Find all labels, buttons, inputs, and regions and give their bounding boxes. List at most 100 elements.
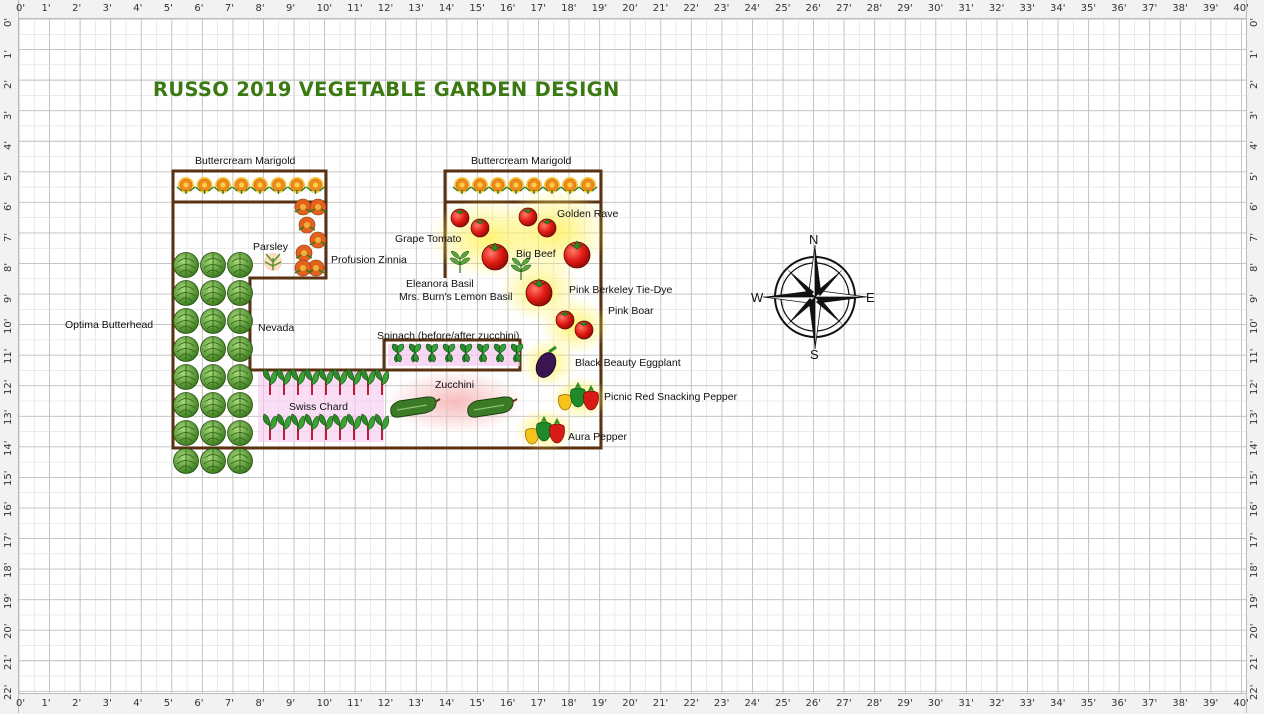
label-eggplant[interactable]: Black Beauty Eggplant <box>575 357 681 369</box>
ruler-x-label: 9' <box>286 698 296 709</box>
ruler-x-label: 4' <box>133 3 143 14</box>
label-parsley[interactable]: Parsley <box>253 241 289 253</box>
label-big-beef[interactable]: Big Beef <box>516 248 556 260</box>
label-pink-berkeley[interactable]: Pink Berkeley Tie-Dye <box>569 284 673 296</box>
cabbage-plant[interactable] <box>227 280 253 306</box>
label-eleanora-basil[interactable]: Eleanora Basil <box>406 278 474 290</box>
compass-rose-icon[interactable] <box>762 244 868 350</box>
marigold-plant[interactable] <box>194 176 215 195</box>
ruler-x-label: 25' <box>775 3 791 14</box>
marigold-plant[interactable] <box>213 176 233 195</box>
ruler-x-label: 13' <box>408 698 424 709</box>
marigold-plant[interactable] <box>287 176 307 195</box>
ruler-x-label: 16' <box>499 698 516 709</box>
ruler-x-label: 7' <box>224 3 235 14</box>
zinnia-plant[interactable] <box>298 216 316 234</box>
cabbage-plant[interactable] <box>200 252 226 278</box>
marigold-plant[interactable] <box>305 176 326 195</box>
cabbage-plant[interactable] <box>227 392 253 418</box>
ruler-x-label: 18' <box>561 3 577 14</box>
ruler-x-label: 1' <box>41 3 51 14</box>
zinnia-column[interactable] <box>294 198 327 277</box>
marigold-plant[interactable] <box>470 176 490 195</box>
cabbage-plant[interactable] <box>227 420 253 446</box>
ruler-x-label: 13' <box>408 3 424 14</box>
marigold-plant[interactable] <box>578 176 598 195</box>
parsley-plant[interactable] <box>264 253 282 271</box>
marigold-plant[interactable] <box>231 176 252 195</box>
zinnia-plant[interactable] <box>295 244 313 262</box>
marigold-plant[interactable] <box>250 176 270 195</box>
ruler-x-label: 31' <box>958 698 974 709</box>
marigold-plant[interactable] <box>176 176 196 195</box>
cabbage-plant[interactable] <box>200 448 226 474</box>
label-grape-tomato[interactable]: Grape Tomato <box>395 233 462 245</box>
ruler-x-label: 23' <box>713 3 730 14</box>
cabbage-plant[interactable] <box>173 420 199 446</box>
label-lemon-basil[interactable]: Mrs. Burn's Lemon Basil <box>399 291 513 303</box>
cabbage-plant[interactable] <box>227 364 253 390</box>
cabbage-plant[interactable] <box>173 280 199 306</box>
label-marigold-right[interactable]: Buttercream Marigold <box>471 155 572 167</box>
ruler-x-label: 14' <box>438 698 455 709</box>
label-zinnia[interactable]: Profusion Zinnia <box>331 254 407 266</box>
ruler-x-label: 8' <box>255 3 265 14</box>
label-picnic-pepper[interactable]: Picnic Red Snacking Pepper <box>604 391 738 403</box>
zinnia-plant[interactable] <box>294 198 312 216</box>
eggplant[interactable] <box>532 345 559 381</box>
cabbage-plant[interactable] <box>227 336 253 362</box>
ruler-x-label: 5' <box>163 698 173 709</box>
ruler-x-label: 14' <box>438 3 455 14</box>
ruler-x-label: 19' <box>591 698 608 709</box>
label-pink-boar[interactable]: Pink Boar <box>608 305 654 317</box>
cabbage-plant[interactable] <box>227 308 253 334</box>
cabbage-plant[interactable] <box>173 448 199 474</box>
label-aura-pepper[interactable]: Aura Pepper <box>568 431 627 443</box>
label-marigold-left[interactable]: Buttercream Marigold <box>195 155 296 167</box>
cabbage-plant[interactable] <box>173 392 199 418</box>
cabbage-plant[interactable] <box>173 252 199 278</box>
page-title[interactable]: RUSSO 2019 VEGETABLE GARDEN DESIGN <box>153 78 620 101</box>
marigold-plant[interactable] <box>268 176 289 195</box>
ruler-left <box>0 0 19 713</box>
label-spinach[interactable]: Spinach (before/after zucchini) <box>377 330 520 342</box>
ruler-x-label: 22' <box>683 3 699 14</box>
marigold-plant[interactable] <box>506 176 526 195</box>
label-nevada[interactable]: Nevada <box>258 322 295 334</box>
label-butterhead[interactable]: Optima Butterhead <box>65 319 154 331</box>
cabbage-plant[interactable] <box>200 280 226 306</box>
cabbage-plant[interactable] <box>200 308 226 334</box>
cabbage-plant[interactable] <box>173 336 199 362</box>
ruler-x-label: 3' <box>102 698 112 709</box>
ruler-x-label: 39' <box>1202 3 1219 14</box>
ruler-x-label: 27' <box>836 3 852 14</box>
cabbage-plant[interactable] <box>173 364 199 390</box>
label-swiss-chard[interactable]: Swiss Chard <box>289 401 348 413</box>
label-golden-rave[interactable]: Golden Rave <box>557 208 619 220</box>
cabbage-grid[interactable] <box>173 252 253 474</box>
marigold-plant[interactable] <box>452 176 472 195</box>
marigold-plant[interactable] <box>488 176 508 195</box>
label-zucchini[interactable]: Zucchini <box>435 379 475 391</box>
zinnia-plant[interactable] <box>309 231 327 249</box>
cabbage-plant[interactable] <box>200 392 226 418</box>
ruler-x-label: 2' <box>72 698 82 709</box>
ruler-x-label: 39' <box>1202 698 1219 709</box>
marigold-row-left[interactable] <box>176 176 326 195</box>
zinnia-plant[interactable] <box>294 259 312 277</box>
zinnia-plant[interactable] <box>309 198 327 216</box>
cabbage-plant[interactable] <box>227 448 253 474</box>
ruler-x-label: 3' <box>102 3 112 14</box>
ruler-x-label: 0' <box>16 698 26 709</box>
ruler-x-label: 23' <box>713 698 730 709</box>
cabbage-plant[interactable] <box>200 336 226 362</box>
cabbage-plant[interactable] <box>173 308 199 334</box>
ruler-x-label: 18' <box>561 698 577 709</box>
cabbage-plant[interactable] <box>200 420 226 446</box>
ruler-x-label: 38' <box>1172 698 1188 709</box>
cabbage-plant[interactable] <box>227 252 253 278</box>
ruler-x-label: 40' <box>1233 3 1249 14</box>
cabbage-plant[interactable] <box>200 364 226 390</box>
